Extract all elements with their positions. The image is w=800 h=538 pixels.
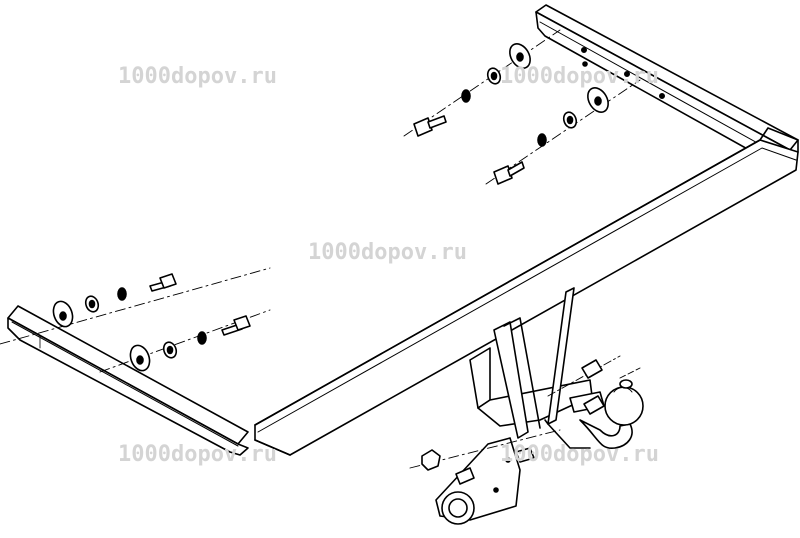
- right-upper-fastener-set: [403, 29, 561, 137]
- socket-nut: [409, 429, 561, 471]
- right-side-bracket: [535, 4, 799, 169]
- ball-mount-frame: [469, 287, 593, 449]
- ball-mount-bolts: [547, 355, 621, 415]
- main-crossbar: [254, 127, 799, 456]
- tow-ball: [604, 367, 644, 426]
- left-upper-fastener-set: [0, 267, 271, 345]
- right-lower-fastener-set: [485, 79, 641, 185]
- left-side-bracket: [7, 305, 249, 456]
- left-lower-fastener-set: [99, 309, 271, 373]
- socket-plate: [435, 437, 535, 525]
